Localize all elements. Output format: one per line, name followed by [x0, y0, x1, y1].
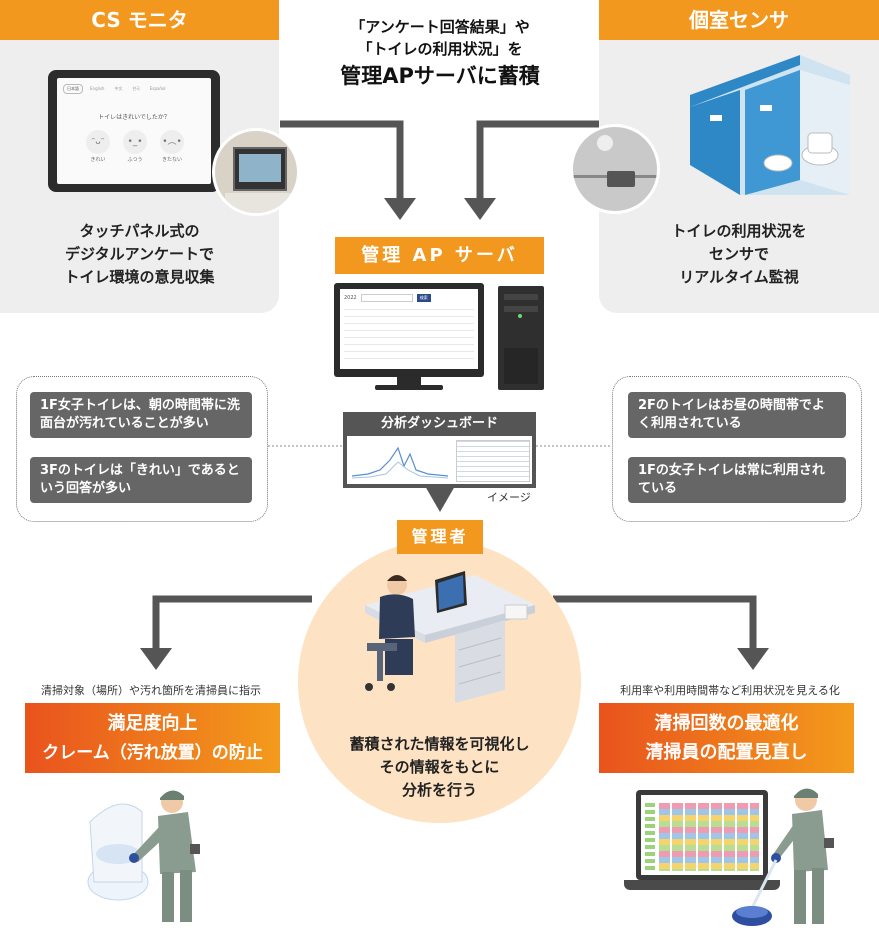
- left-outcome-caption: 清掃対象（場所）や汚れ箇所を清掃員に指示: [41, 684, 261, 697]
- laptop-icon: [636, 790, 768, 880]
- description-line: センサで: [708, 245, 769, 263]
- left-insight-2: 3Fのトイレは「きれい」であるという回答が多い: [30, 457, 252, 503]
- outcome-line: クレーム（汚れ放置）の防止: [42, 743, 263, 763]
- description-line: デジタルアンケートで: [64, 245, 215, 263]
- screen-search-button: 検索: [416, 294, 431, 302]
- tablet-question: トイレはきれいでしたか？: [98, 114, 170, 121]
- top-message-line: 管理APサーバに蓄積: [340, 64, 540, 88]
- cs-monitor-description: タッチパネル式の デジタルアンケートで トイレ環境の意見収集: [0, 220, 279, 289]
- wall-monitor-photo: [212, 128, 300, 216]
- tablet-tab: 中文: [114, 86, 123, 91]
- left-insights-group: [16, 376, 268, 522]
- top-message-line: 「アンケート回答結果」や: [350, 18, 530, 36]
- dashboard-table: [456, 440, 530, 482]
- toilet-booth-icon: [690, 55, 850, 195]
- room-sensor-title: 個室センサ: [599, 0, 879, 40]
- touch-tablet-icon: 日本語 English 中文 한국 Español トイレはきれいでしたか？ ᵔ…: [48, 70, 220, 192]
- screen-date: 2022: [344, 295, 357, 301]
- dashboard-title: 分析ダッシュボード: [343, 412, 536, 436]
- cleaner-icon: [87, 790, 200, 922]
- dashboard-line-chart: [350, 440, 450, 482]
- neutral-face-icon: •_•: [123, 130, 147, 154]
- left-insight-1: 1F女子トイレは、朝の時間帯に洗面台が汚れていることが多い: [30, 392, 252, 438]
- sad-face-icon: •︵•: [160, 130, 184, 154]
- cs-monitor-title: CS モニタ: [0, 0, 279, 40]
- description-line: リアルタイム監視: [679, 268, 799, 286]
- office-worker-icon: [365, 571, 535, 703]
- tablet-tab: 日本語: [63, 84, 83, 94]
- smile-face-icon: ᵔᴗᵔ: [86, 130, 110, 154]
- outcome-line: 清掃員の配置見直し: [645, 742, 808, 763]
- top-message-line: 「トイレの利用状況」を: [357, 40, 523, 58]
- right-insights-group: [612, 376, 862, 522]
- image-note: イメージ: [487, 491, 531, 504]
- tablet-tab: English: [90, 86, 105, 91]
- face-label: きれい: [90, 157, 106, 163]
- description-line: 蓄積された情報を可視化し: [349, 735, 530, 753]
- outcome-line: 清掃回数の最適化: [654, 713, 799, 734]
- left-outcome-box: 満足度向上 クレーム（汚れ放置）の防止: [25, 703, 280, 773]
- tablet-tab: 한국: [132, 86, 140, 91]
- admin-title: 管理者: [397, 520, 483, 554]
- monitor-icon: 2022 検索: [334, 283, 484, 377]
- face-label: ふつう: [127, 157, 143, 163]
- description-line: トイレ環境の意見収集: [64, 268, 215, 286]
- outcome-line: 満足度向上: [107, 713, 198, 734]
- cleaner-icon: [732, 788, 834, 926]
- tablet-tab: Español: [149, 86, 166, 91]
- room-sensor-description: トイレの利用状況を センサで リアルタイム監視: [599, 220, 879, 289]
- description-line: その情報をもとに: [379, 758, 500, 776]
- description-line: タッチパネル式の: [79, 222, 200, 240]
- sensor-icon: [570, 124, 660, 214]
- right-outcome-caption: 利用率や利用時間帯など利用状況を見える化: [620, 684, 840, 697]
- face-label: きたない: [161, 157, 182, 163]
- pc-tower-icon: [498, 286, 544, 390]
- right-insight-1: 2Fのトイレはお昼の時間帯でよく利用されている: [628, 392, 846, 438]
- description-line: 分析を行う: [401, 781, 477, 799]
- top-message: 「アンケート回答結果」や 「トイレの利用状況」を 管理APサーバに蓄積: [290, 16, 590, 92]
- right-insight-2: 1Fの女子トイレは常に利用されている: [628, 457, 846, 503]
- right-outcome-box: 清掃回数の最適化 清掃員の配置見直し: [599, 703, 854, 773]
- description-line: トイレの利用状況を: [671, 222, 807, 240]
- admin-description: 蓄積された情報を可視化し その情報をもとに 分析を行う: [298, 733, 581, 802]
- server-title: 管理 AP サーバ: [335, 237, 544, 274]
